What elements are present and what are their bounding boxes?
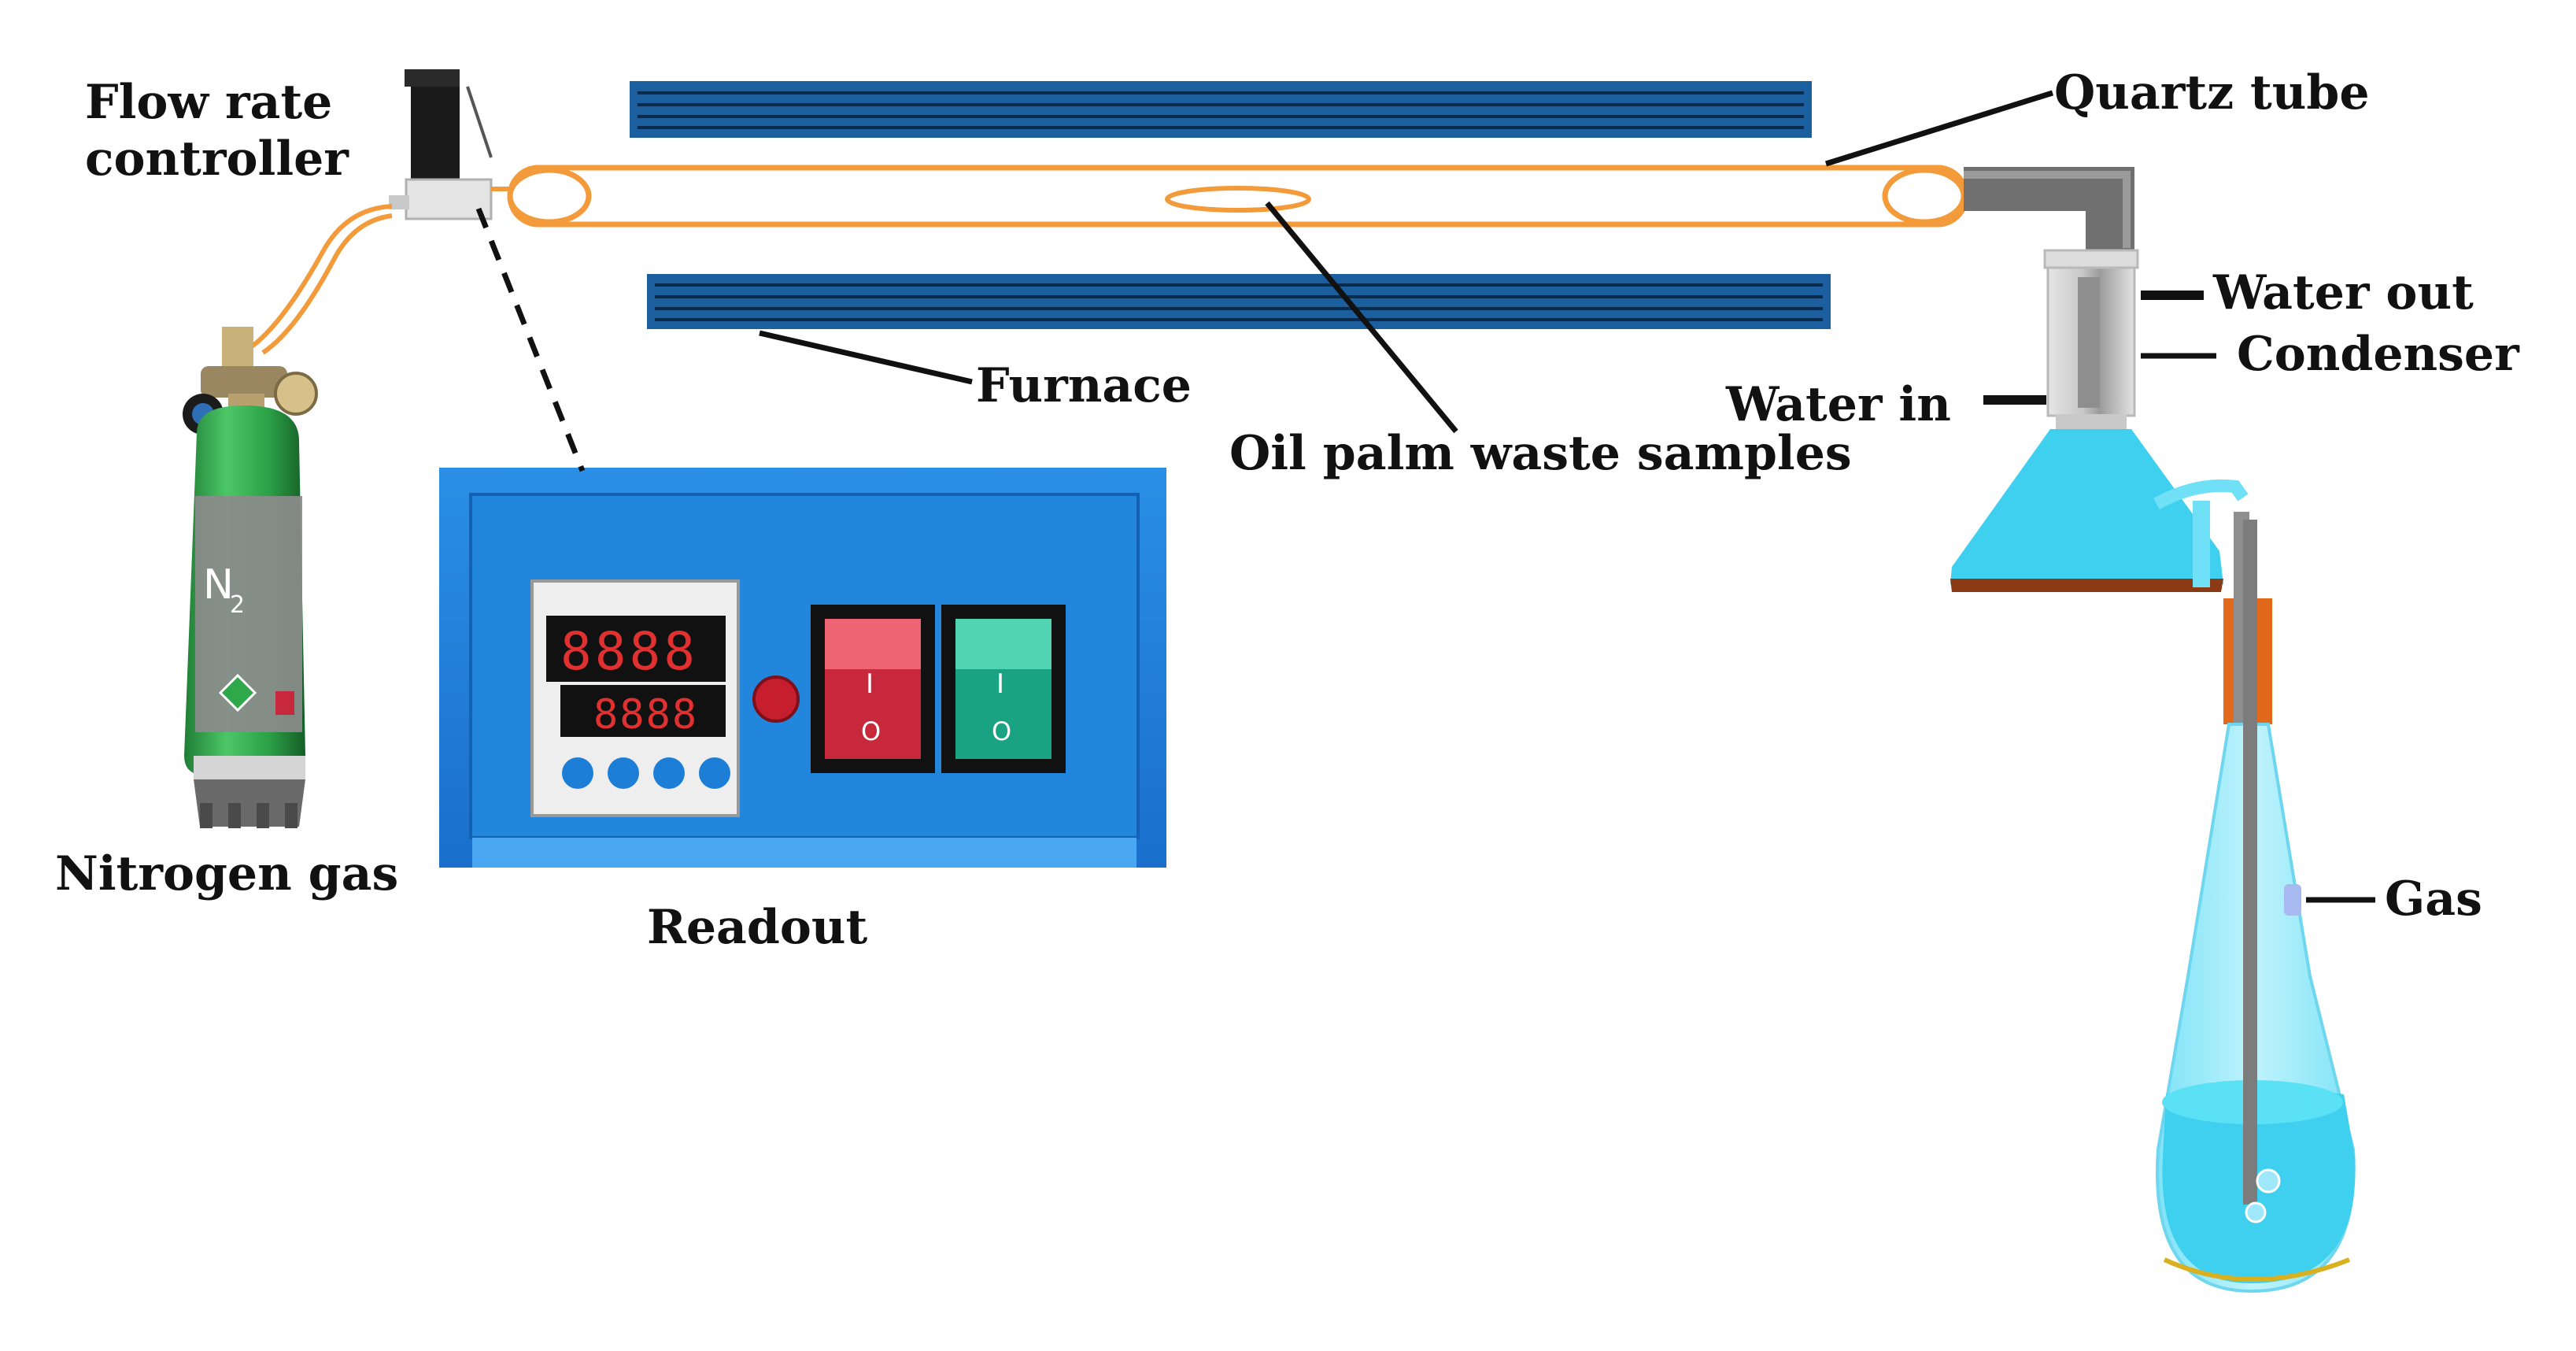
quartz-tube-label: Quartz tube — [2054, 65, 2370, 120]
condenser — [2043, 249, 2139, 430]
flow-rate-controller-label: Flow rate controller — [85, 75, 349, 187]
green-switch-off-symbol: O — [992, 716, 1011, 746]
oil-palm-leader — [1265, 201, 1458, 434]
hazard-diamond — [218, 673, 257, 713]
water-in-label: Water in — [1726, 377, 1951, 432]
water-out-label: Water out — [2213, 265, 2474, 320]
readout-label: Readout — [647, 900, 868, 955]
flow-rate-controller — [389, 69, 493, 220]
condenser-label: Condenser — [2237, 327, 2519, 382]
furnace-upper-element — [630, 81, 1812, 138]
quartz-tube — [507, 165, 1969, 228]
gas-line — [250, 187, 510, 355]
receiving-funnel — [1950, 429, 2249, 592]
elbow-connector — [1964, 167, 2134, 252]
furnace-leader — [759, 330, 973, 385]
nitrogen-cylinder: N 2 — [183, 327, 318, 828]
red-switch-on-symbol: I — [866, 668, 874, 700]
red-power-switch: I O — [811, 605, 935, 773]
red-switch-off-symbol: O — [861, 716, 881, 746]
controller-button — [608, 757, 639, 789]
green-switch-on-symbol: I — [996, 668, 1004, 700]
display-bottom-digits: 8888 — [593, 691, 698, 738]
controller-button — [699, 757, 730, 789]
leader-lines — [475, 90, 2375, 903]
nitrogen-gas-label: Nitrogen gas — [55, 846, 399, 901]
green-power-switch: I O — [941, 605, 1066, 773]
gas-collection-flask — [2156, 501, 2356, 1294]
indicator-lamp — [752, 676, 800, 723]
oil-palm-waste-samples-label: Oil palm waste samples — [1229, 426, 1852, 481]
quartz-tube-leader — [1824, 90, 2054, 167]
controller-button — [653, 757, 685, 789]
readout-leader — [475, 207, 586, 472]
readout-panel: 8888 8888 I O I O — [439, 468, 1166, 868]
cylinder-formula-subscript: 2 — [230, 591, 245, 619]
furnace-label: Furnace — [976, 358, 1192, 413]
controller-button — [562, 757, 593, 789]
furnace-lower-element — [647, 274, 1831, 329]
sample-boat — [1165, 186, 1311, 213]
cylinder-formula: N — [203, 561, 234, 609]
display-top-digits: 8888 — [560, 621, 698, 682]
gas-label: Gas — [2385, 872, 2482, 927]
